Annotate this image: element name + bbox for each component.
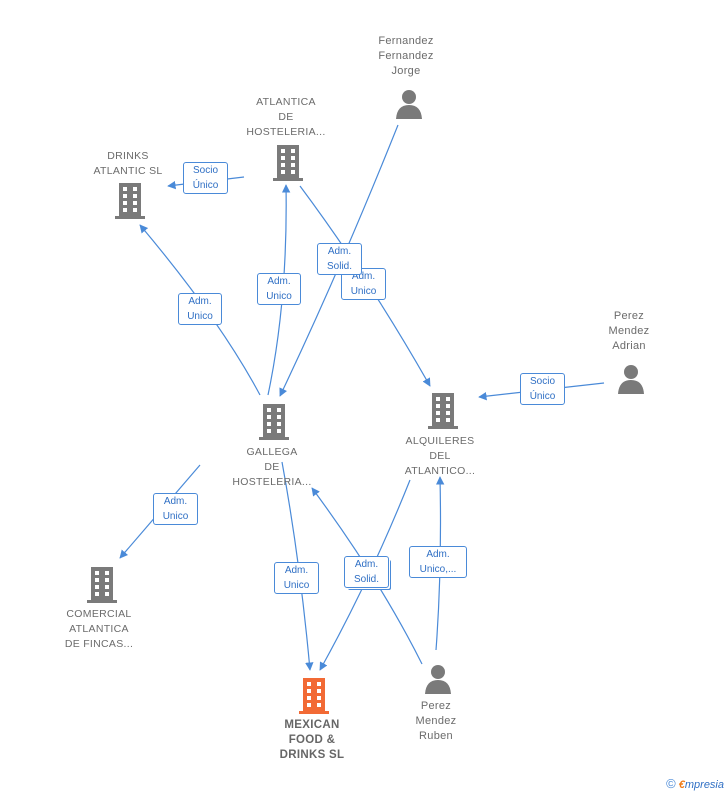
node-label-fernandez[interactable]: Fernandez Fernandez Jorge xyxy=(346,34,466,79)
edge-label-line: Adm. xyxy=(327,246,352,257)
label-line: GALLEGA xyxy=(246,446,298,458)
label-line: Jorge xyxy=(391,65,421,77)
edge-label-line: Adm. xyxy=(188,296,212,307)
edge-label-adm-solid[interactable]: Adm. Solid. xyxy=(344,556,389,588)
edge-label-line: Adm. xyxy=(267,276,291,287)
label-line: HOSTELERIA... xyxy=(246,126,326,138)
label-line: DRINKS xyxy=(107,150,149,162)
edge-label-line: Adm. xyxy=(284,565,309,576)
edge-label-line: Adm. xyxy=(354,559,379,570)
node-label-gallega-hosteleria[interactable]: GALLEGA DE HOSTELERIA... xyxy=(212,445,332,490)
edge-label-line: Único xyxy=(529,391,556,402)
label-line: DRINKS SL xyxy=(279,749,345,761)
label-line: DE xyxy=(264,461,280,473)
edge-label-socio-unico[interactable]: Socio Único xyxy=(520,373,565,405)
brand-mark: € xyxy=(678,779,685,791)
building-icon[interactable] xyxy=(259,404,289,445)
label-line: COMERCIAL xyxy=(66,608,132,620)
edge-label-line: Unico,... xyxy=(419,564,457,575)
edge-label-line: Adm. xyxy=(351,271,376,282)
person-icon[interactable] xyxy=(395,89,423,124)
person-icon[interactable] xyxy=(617,364,645,399)
building-icon[interactable] xyxy=(115,183,145,224)
edge-label-line: Unico xyxy=(283,580,310,591)
edge-label-line: Adm. xyxy=(426,549,450,560)
node-label-perez-adrian[interactable]: Perez Mendez Adrian xyxy=(569,309,689,354)
label-line: ATLANTICA xyxy=(256,96,316,108)
building-icon-focus[interactable] xyxy=(299,678,329,719)
edge-label-line: Unico xyxy=(266,291,292,302)
brand-footer[interactable]: ©€mpresia xyxy=(666,776,724,791)
label-line: Ruben xyxy=(419,730,453,742)
edge-label-line: Solid. xyxy=(326,261,352,272)
label-line: FOOD & xyxy=(288,734,336,746)
edge-label-line: Socio xyxy=(529,376,555,387)
node-label-alquileres[interactable]: ALQUILERES DEL ATLANTICO... xyxy=(380,434,500,479)
label-line: Fernandez xyxy=(378,50,434,62)
edge-label-adm-unico[interactable]: Adm. Unico xyxy=(178,293,222,325)
label-line: Adrian xyxy=(612,340,646,352)
node-label-drinks-atlantic[interactable]: DRINKS ATLANTIC SL xyxy=(68,149,188,179)
building-icon[interactable] xyxy=(87,567,117,608)
building-icon[interactable] xyxy=(428,393,458,434)
edge-label-adm-unico[interactable]: Adm. Unico xyxy=(274,562,319,594)
label-line: ATLANTICO... xyxy=(404,465,476,477)
node-label-mexican[interactable]: MEXICAN FOOD & DRINKS SL xyxy=(252,718,372,763)
label-line: Mendez xyxy=(415,715,457,727)
node-label-atlantica-hosteleria[interactable]: ATLANTICA DE HOSTELERIA... xyxy=(226,95,346,140)
edge-label-line: Adm. xyxy=(163,496,188,507)
edge-label-adm-unico[interactable]: Adm. Unico xyxy=(153,493,198,525)
edge-label-line: Único xyxy=(192,180,219,191)
label-line: DEL xyxy=(429,450,451,462)
label-line: ATLANTICA xyxy=(69,623,129,635)
label-line: Perez xyxy=(613,310,645,322)
label-line: Fernandez xyxy=(378,35,434,47)
copyright-icon: © xyxy=(666,776,676,791)
person-icon[interactable] xyxy=(424,664,452,699)
label-line: DE FINCAS... xyxy=(64,638,134,650)
label-line: ATLANTIC SL xyxy=(93,165,163,177)
edge-label-adm-solid[interactable]: Adm. Solid. xyxy=(317,243,362,275)
edge-label-line: Unico xyxy=(162,511,189,522)
label-line: HOSTELERIA... xyxy=(232,476,312,488)
edge-label-adm-unico-more[interactable]: Adm. Unico,... xyxy=(409,546,467,578)
label-line: Mendez xyxy=(608,325,650,337)
building-icon[interactable] xyxy=(273,145,303,186)
label-line: DE xyxy=(278,111,294,123)
label-line: Perez xyxy=(420,700,452,712)
edge-label-socio-unico[interactable]: Socio Único xyxy=(183,162,228,194)
edge-label-line: Unico xyxy=(187,311,213,322)
label-line: ALQUILERES xyxy=(405,435,475,447)
node-label-perez-ruben[interactable]: Perez Mendez Ruben xyxy=(376,699,496,744)
edge-label-line: Socio xyxy=(192,165,218,176)
label-line: MEXICAN xyxy=(284,719,340,731)
edge-label-line: Unico xyxy=(350,286,377,297)
edge-label-line: Solid. xyxy=(353,574,379,585)
brand-name: mpresia xyxy=(684,779,724,791)
node-label-comercial[interactable]: COMERCIAL ATLANTICA DE FINCAS... xyxy=(39,607,159,652)
edge-label-adm-unico[interactable]: Adm. Unico xyxy=(257,273,301,305)
